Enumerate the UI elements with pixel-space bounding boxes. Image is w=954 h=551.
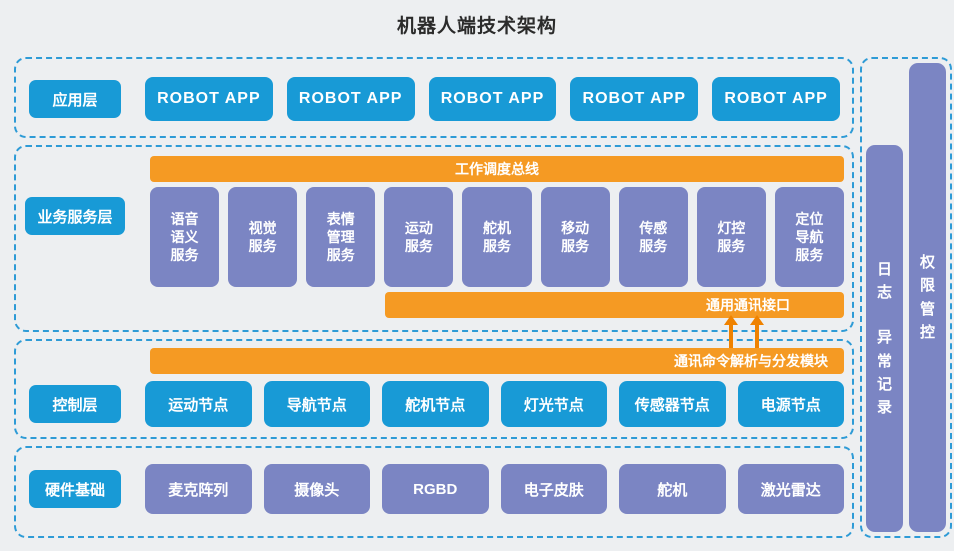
hardware-box: 舵机 (619, 464, 726, 514)
work-dispatch-bus: 工作调度总线 (150, 156, 844, 182)
diagram-title: 机器人端技术架构 (396, 16, 557, 37)
control-node-box: 导航节点 (263, 381, 370, 427)
service-box: 运动 服务 (384, 187, 454, 287)
service-box: 定位 导航 服务 (774, 187, 844, 287)
service-box: 表情 管理 服务 (306, 187, 376, 287)
log-exception-record-bar: 日志 异常记录 (866, 145, 903, 532)
control-node-box: 电源节点 (737, 381, 844, 427)
service-box: 视觉 服务 (228, 187, 298, 287)
robot-app-box: ROBOT APP (428, 77, 557, 121)
hardware-box: RGBD (382, 464, 489, 514)
control-layer: 通讯命令解析与分发模块 控制层 运动节点 导航节点 舵机节点 灯光节点 传感器节… (14, 339, 854, 439)
service-box: 语音 语义 服务 (150, 187, 220, 287)
service-box: 舵机 服务 (462, 187, 532, 287)
robot-app-row: ROBOT APP ROBOT APP ROBOT APP ROBOT APP … (145, 77, 840, 121)
service-box: 灯控 服务 (696, 187, 766, 287)
comm-parse-dispatch-bus: 通讯命令解析与分发模块 (150, 348, 844, 374)
robot-app-box: ROBOT APP (145, 77, 273, 121)
hardware-box: 麦克阵列 (145, 464, 252, 514)
hardware-box-row: 麦克阵列 摄像头 RGBD 电子皮肤 舵机 激光雷达 (145, 464, 844, 514)
hardware-box: 电子皮肤 (500, 464, 607, 514)
control-node-row: 运动节点 导航节点 舵机节点 灯光节点 传感器节点 电源节点 (145, 381, 844, 427)
control-layer-label: 控制层 (29, 385, 121, 423)
application-layer: 应用层 ROBOT APP ROBOT APP ROBOT APP ROBOT … (14, 57, 854, 138)
business-service-layer: 工作调度总线 业务服务层 语音 语义 服务 视觉 服务 表情 管理 服务 运动 … (14, 145, 854, 332)
common-comm-interface-bus: 通用通讯接口 (385, 292, 844, 318)
permission-control-label: 权限管控 (919, 254, 935, 341)
hardware-box: 摄像头 (263, 464, 370, 514)
robot-app-box: ROBOT APP (286, 77, 415, 121)
up-arrow-icon (724, 315, 738, 348)
service-box: 传感 服务 (618, 187, 688, 287)
control-node-box: 灯光节点 (500, 381, 607, 427)
control-node-box: 传感器节点 (619, 381, 726, 427)
control-node-box: 舵机节点 (382, 381, 489, 427)
hardware-layer: 硬件基础 麦克阵列 摄像头 RGBD 电子皮肤 舵机 激光雷达 (14, 446, 854, 538)
side-panel: 日志 异常记录 权限管控 (860, 57, 952, 538)
robot-app-box: ROBOT APP (712, 77, 840, 121)
robot-app-box: ROBOT APP (570, 77, 699, 121)
up-arrow-icon (750, 315, 764, 348)
control-node-box: 运动节点 (145, 381, 252, 427)
service-box: 移动 服务 (540, 187, 610, 287)
hardware-box: 激光雷达 (737, 464, 844, 514)
exception-record-label: 异常记录 (876, 329, 892, 416)
business-service-layer-label: 业务服务层 (25, 197, 125, 235)
permission-control-bar: 权限管控 (909, 63, 946, 532)
service-box-row: 语音 语义 服务 视觉 服务 表情 管理 服务 运动 服务 舵机 服务 移动 服… (150, 187, 844, 287)
hardware-layer-label: 硬件基础 (29, 470, 121, 508)
application-layer-label: 应用层 (29, 80, 121, 118)
log-label: 日志 (876, 260, 892, 301)
